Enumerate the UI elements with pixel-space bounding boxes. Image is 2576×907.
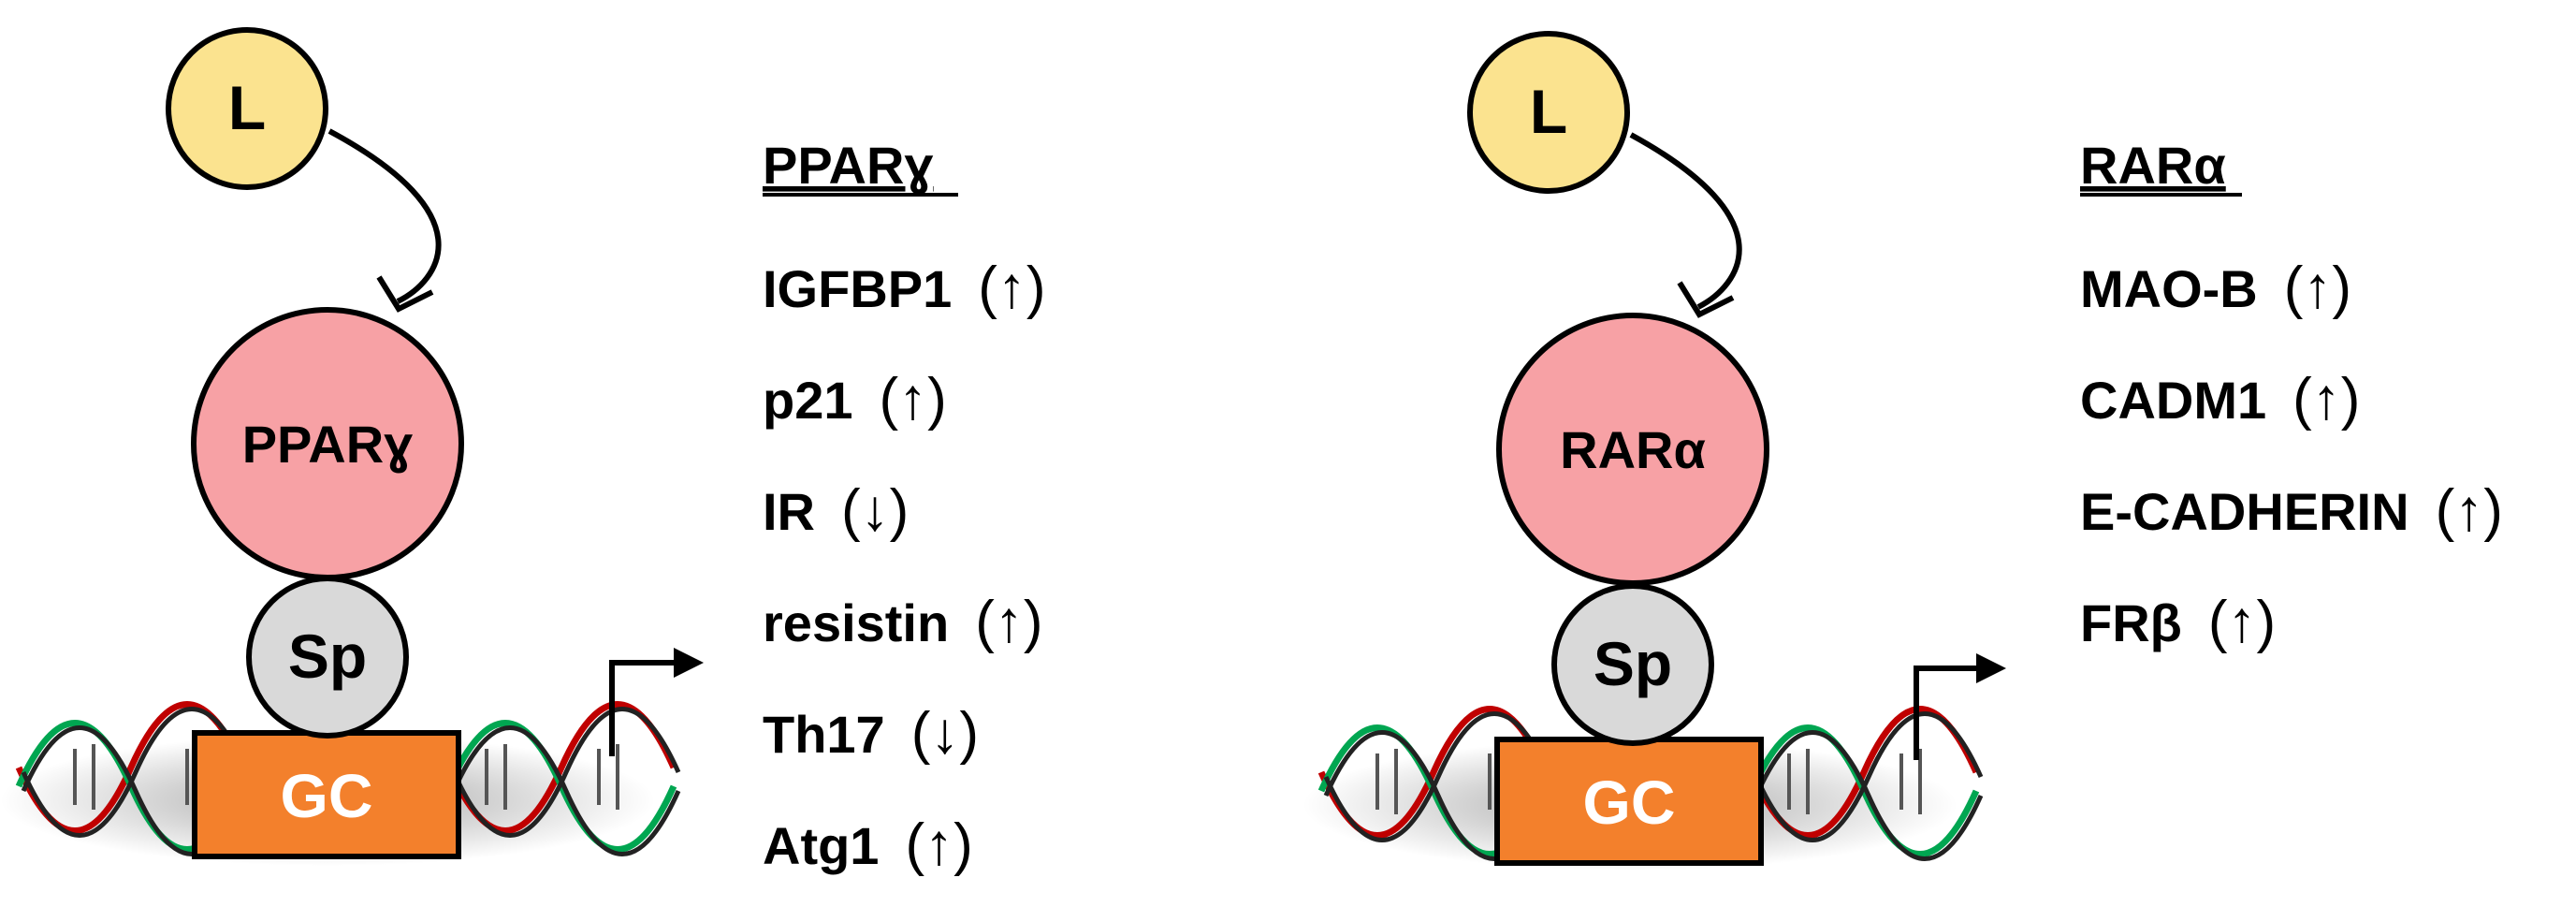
gene-item: Th17 (↓): [763, 701, 979, 766]
gene-name: p21: [763, 371, 853, 430]
gene-direction: (↑): [880, 367, 947, 432]
gene-direction: (↓): [911, 701, 979, 766]
binding-arrowhead: [1677, 281, 1735, 318]
gene-item: resistin (↑): [763, 590, 1043, 654]
transcription-arrowhead: [1976, 653, 2006, 683]
sp-label: Sp: [1594, 629, 1672, 698]
transcription-arrow: [609, 660, 678, 756]
gene-item: p21 (↑): [763, 367, 947, 432]
transcription-arrowhead: [674, 648, 704, 678]
gene-name: Atg1: [763, 816, 879, 875]
gene-list: PPARɣ: [763, 136, 958, 197]
transcription-arrow: [1914, 666, 1981, 760]
gene-item: FRβ (↑): [2080, 590, 2276, 654]
gene-name: FRβ: [2080, 593, 2182, 652]
ligand-circle: [166, 27, 328, 190]
gc-label: GC: [1583, 768, 1676, 837]
sp-label: Sp: [288, 622, 367, 691]
gene-items: MAO-B (↑) CADM1 (↑) E-CADHERIN (↑) FRβ (↑): [2080, 256, 2503, 654]
binding-arrowhead: [376, 275, 434, 313]
gene-items: IGFBP1 (↑) p21 (↑) IR (↓) resistin (↑) Th17 (↓) At…: [763, 256, 1046, 877]
gc-label: GC: [281, 761, 373, 830]
gene-name: IR: [763, 482, 815, 541]
gene-name: Th17: [763, 705, 885, 764]
ligand-circle: [1467, 31, 1630, 194]
gc-box: [1494, 737, 1764, 866]
gene-name: CADM1: [2080, 371, 2266, 430]
gene-direction: (↑): [2284, 256, 2351, 320]
gene-item: CADM1 (↑): [2080, 367, 2360, 432]
gene-direction: (↑): [2292, 367, 2360, 432]
receptor-circle: [191, 307, 464, 580]
gene-item: IGFBP1 (↑): [763, 256, 1046, 320]
gene-name: MAO-B: [2080, 259, 2258, 318]
panel-pparg: GC Sp PPARɣ L PPARɣ IGFBP1 (↑) p21 (↑) IR (↓)…: [0, 27, 1046, 877]
gene-name: E-CADHERIN: [2080, 482, 2409, 541]
receptor-label: PPARɣ: [242, 415, 414, 474]
gene-direction: (↑): [978, 256, 1045, 320]
panel-rara: GC Sp RARα L RARα MAO-B(↑)CADM1(↑)E-CADH…: [1303, 31, 2503, 870]
ligand-label: L: [228, 73, 266, 142]
gene-name: resistin: [763, 593, 949, 652]
gene-name: IGFBP1: [763, 259, 952, 318]
gene-direction: (↑): [975, 590, 1042, 654]
list-title: RARα: [2080, 136, 2226, 195]
gene-list: RARα: [2080, 136, 2242, 197]
receptor-label: RARα: [1560, 420, 1706, 479]
gene-item: E-CADHERIN (↑): [2080, 478, 2503, 543]
gene-direction: (↑): [2436, 478, 2503, 543]
gene-direction: (↑): [905, 812, 972, 877]
receptor-circle: [1496, 313, 1769, 586]
binding-arrow: [327, 128, 442, 304]
gene-item: Atg1 (↑): [763, 812, 973, 877]
gene-item: MAO-B (↑): [2080, 256, 2351, 320]
ligand-label: L: [1530, 77, 1567, 146]
dna-helix: [1303, 706, 1984, 870]
gene-direction: (↓): [841, 478, 909, 543]
list-title: PPARɣ: [763, 136, 934, 195]
gene-direction: (↑): [2208, 590, 2276, 654]
binding-arrow: [1629, 132, 1742, 310]
gene-item: IR (↓): [763, 478, 909, 543]
